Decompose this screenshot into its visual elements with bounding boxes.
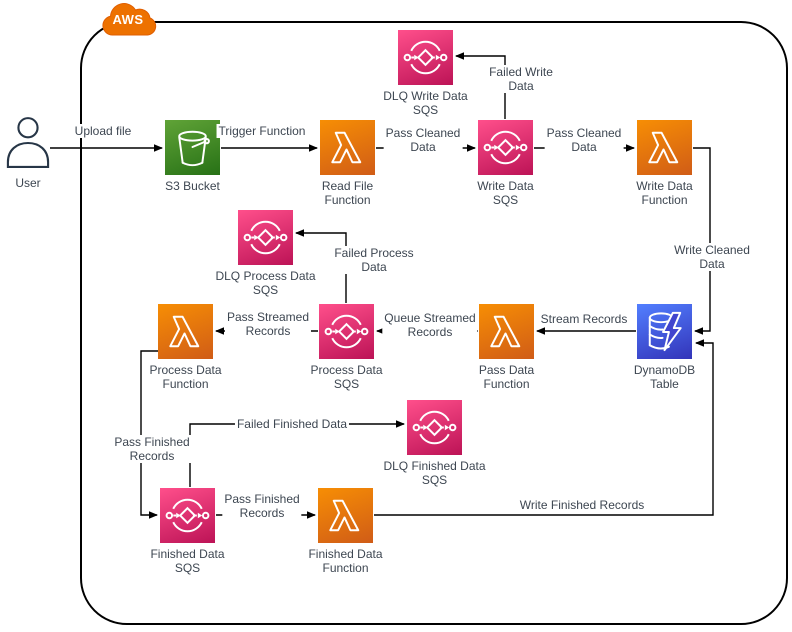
node-label: Finished Data Function (308, 547, 383, 575)
aws-cloud-icon (102, 3, 157, 36)
lambda-icon (158, 304, 213, 359)
node-label: Finished Data SQS (150, 547, 225, 575)
node-label: DLQ Write Data SQS (383, 89, 468, 117)
node-finished-data-sqs[interactable]: Finished Data SQS (150, 488, 225, 575)
edge-label-write-cleaned-data: Write Cleaned Data (672, 243, 752, 271)
node-s3-bucket[interactable]: S3 Bucket (165, 120, 220, 193)
node-finished-data-function[interactable]: Finished Data Function (308, 488, 383, 575)
node-process-data-function[interactable]: Process Data Function (149, 304, 222, 391)
edge-label-pass-cleaned-data-2: Pass Cleaned Data (544, 126, 624, 154)
lambda-icon (637, 120, 692, 175)
edge-label-trigger-function: Trigger Function (216, 124, 308, 138)
edge-label-pass-streamed-records: Pass Streamed Records (224, 310, 312, 338)
node-label: S3 Bucket (165, 179, 220, 193)
node-label: DynamoDB Table (633, 363, 696, 391)
sqs-icon (478, 120, 533, 175)
edge-pass-finished-records-1[interactable] (140, 350, 158, 519)
node-label: Process Data Function (149, 363, 222, 391)
edge-failed-process-data[interactable] (295, 229, 347, 303)
edge-label-pass-cleaned-data-1: Pass Cleaned Data (383, 126, 463, 154)
aws-cloud-badge[interactable]: AWS (99, 1, 157, 41)
edge-label-failed-write-data: Failed Write Data (487, 65, 555, 93)
edge-label-failed-process-data: Failed Process Data (332, 246, 416, 274)
sqs-icon (407, 400, 462, 455)
node-dlq-process-data-sqs[interactable]: DLQ Process Data SQS (215, 210, 316, 297)
aws-badge-label: AWS (112, 12, 144, 27)
node-label: Write Data Function (636, 179, 693, 207)
node-label: Write Data SQS (477, 179, 534, 207)
lambda-icon (318, 488, 373, 543)
node-label: Process Data SQS (310, 363, 383, 391)
edge-label-write-finished-records: Write Finished Records (517, 498, 647, 512)
node-pass-data-function[interactable]: Pass Data Function (479, 304, 534, 391)
lambda-icon (320, 120, 375, 175)
edge-failed-write-data[interactable] (455, 52, 506, 119)
node-write-data-sqs[interactable]: Write Data SQS (477, 120, 534, 207)
node-dlq-write-data-sqs[interactable]: DLQ Write Data SQS (383, 30, 468, 117)
node-user[interactable]: User (6, 116, 50, 190)
node-read-file-function[interactable]: Read File Function (320, 120, 375, 207)
node-label: Read File Function (321, 179, 374, 207)
node-dlq-finished-data-sqs[interactable]: DLQ Finished Data SQS (383, 400, 486, 487)
edge-write-finished-records[interactable] (374, 339, 714, 516)
sqs-icon (160, 488, 215, 543)
s3-bucket-icon (165, 120, 220, 175)
edge-label-pass-finished-records-1: Pass Finished Records (112, 435, 192, 463)
edge-label-failed-finished-data: Failed Finished Data (234, 417, 350, 431)
user-icon (6, 117, 50, 168)
dynamodb-icon (637, 304, 692, 359)
aws-cloud-boundary[interactable] (80, 21, 788, 625)
edge-write-cleaned-data[interactable] (693, 147, 711, 335)
sqs-icon (238, 210, 293, 265)
lambda-icon (479, 304, 534, 359)
node-label: DLQ Process Data SQS (215, 269, 316, 297)
node-process-data-sqs[interactable]: Process Data SQS (310, 304, 383, 391)
sqs-icon (319, 304, 374, 359)
edge-label-pass-finished-records-2: Pass Finished Records (222, 492, 302, 520)
edge-label-stream-records: Stream Records (538, 312, 630, 326)
node-label: DLQ Finished Data SQS (383, 459, 486, 487)
node-write-data-function[interactable]: Write Data Function (636, 120, 693, 207)
node-dynamodb-table[interactable]: DynamoDB Table (634, 304, 695, 391)
edge-label-upload-file: Upload file (72, 124, 134, 138)
sqs-icon (398, 30, 453, 85)
node-label: User (15, 176, 41, 190)
node-label: Pass Data Function (478, 363, 535, 391)
edge-label-queue-streamed-records: Queue Streamed Records (382, 311, 478, 339)
